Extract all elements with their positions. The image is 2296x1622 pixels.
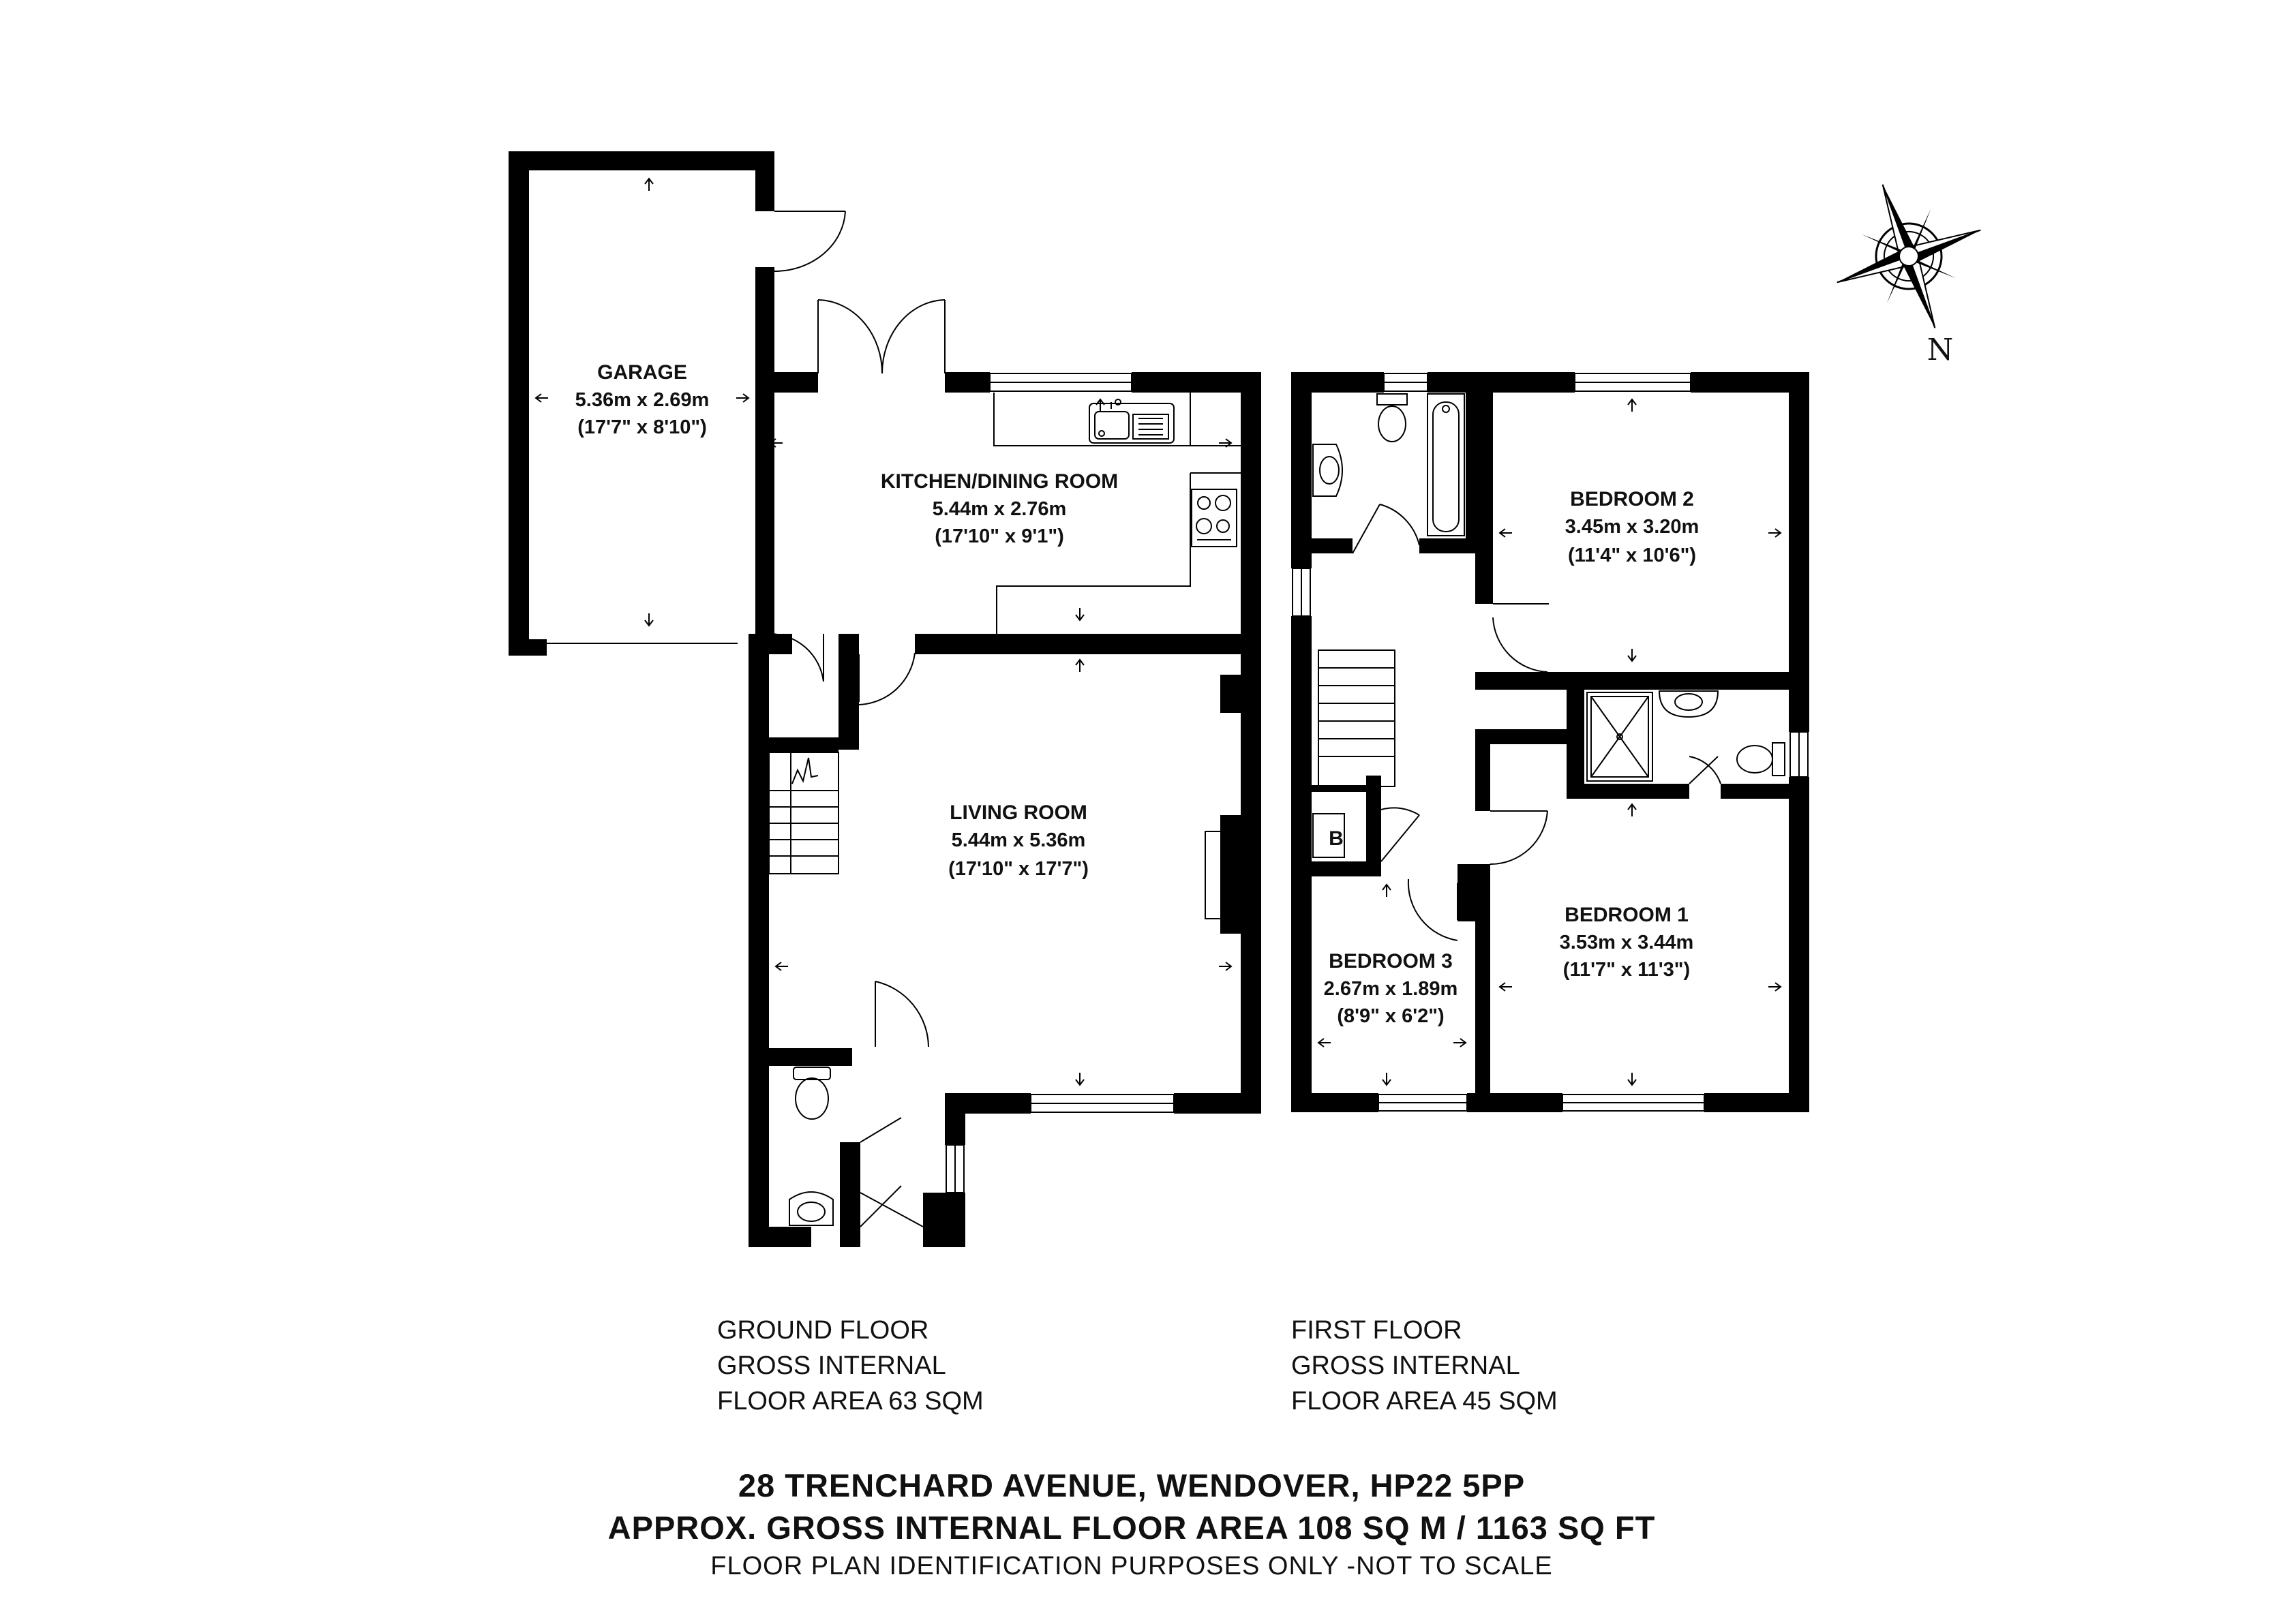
first-floor-line1: FIRST FLOOR <box>1291 1316 1462 1345</box>
bedroom3-door[interactable] <box>1380 807 1458 941</box>
kitchen-french-doors[interactable] <box>817 299 946 374</box>
bedroom1-imperial: (11'7" x 11'3") <box>1563 959 1690 981</box>
dimension-arrow <box>644 177 654 191</box>
bedroom1-name: BEDROOM 1 <box>1565 904 1689 926</box>
bedroom2-label: BEDROOM 2 3.45m x 3.20m (11'4" x 10'6") <box>1565 488 1700 566</box>
bedroom2-door[interactable] <box>1492 603 1549 673</box>
disclaimer: FLOOR PLAN IDENTIFICATION PURPOSES ONLY … <box>710 1552 1552 1580</box>
stairs <box>768 752 839 874</box>
kitchen-name: KITCHEN/DINING ROOM <box>881 470 1118 493</box>
bedroom3-label: BEDROOM 3 2.67m x 1.89m (8'9" x 6'2") <box>1324 950 1458 1027</box>
bedroom2-name: BEDROOM 2 <box>1570 488 1694 510</box>
ground-floor-line3: FLOOR AREA 63 SQM <box>717 1387 984 1416</box>
first-floor-plan: B <box>1291 372 1809 1112</box>
compass-north-label: N <box>1927 333 1954 367</box>
bedroom3-metric: 2.67m x 1.89m <box>1324 978 1458 1000</box>
address: 28 TRENCHARD AVENUE, WENDOVER, HP22 5PP <box>738 1467 1525 1503</box>
bathroom-basin-icon <box>1312 444 1343 497</box>
fireplace <box>1205 831 1220 919</box>
bedroom2-imperial: (11'4" x 10'6") <box>1568 545 1696 566</box>
living-room-label: LIVING ROOM 5.44m x 5.36m (17'10" x 17'7… <box>948 801 1089 880</box>
bedroom1-metric: 3.53m x 3.44m <box>1560 932 1694 953</box>
bedroom1-door[interactable] <box>1490 810 1548 866</box>
kitchen-label: KITCHEN/DINING ROOM 5.44m x 2.76m (17'10… <box>881 470 1118 547</box>
dimension-arrow <box>1075 658 1085 672</box>
garage-label: GARAGE 5.36m x 2.69m (17'7" x 8'10") <box>575 361 710 438</box>
dimension-arrow <box>1627 1073 1637 1086</box>
boiler-label: B <box>1329 827 1344 850</box>
dimension-arrow <box>1075 608 1085 622</box>
compass-rose-icon <box>1837 184 1981 328</box>
bedroom1-label: BEDROOM 1 3.53m x 3.44m (11'7" x 11'3") <box>1560 904 1694 981</box>
first-floor-line2: GROSS INTERNAL <box>1291 1351 1520 1380</box>
living-room-walls <box>749 634 1261 1247</box>
dimension-arrow <box>1453 1038 1467 1047</box>
dimension-arrow <box>1627 649 1637 662</box>
garage-metric: 5.36m x 2.69m <box>575 389 710 411</box>
dimension-arrow <box>644 613 654 627</box>
garage-walls <box>509 151 774 656</box>
understairs-cupboard <box>768 632 839 752</box>
kitchen-walls <box>754 372 1261 658</box>
dimension-arrow <box>1382 1073 1391 1086</box>
first-floor-stairs <box>1318 649 1395 787</box>
living-room-imperial: (17'10" x 17'7") <box>948 858 1089 880</box>
dimension-arrows <box>534 177 1782 1086</box>
first-floor-area: FIRST FLOOR GROSS INTERNAL FLOOR AREA 45… <box>1291 1316 1558 1416</box>
ground-floor-line1: GROUND FLOOR <box>717 1316 928 1345</box>
hob-icon <box>1191 489 1237 547</box>
kitchen-living-door[interactable] <box>858 652 916 705</box>
kitchen-imperial: (17'10" x 9'1") <box>935 525 1064 547</box>
garage-side-door[interactable] <box>774 211 846 273</box>
dimension-arrow <box>1219 438 1233 448</box>
dimension-arrow <box>1768 528 1782 538</box>
bedroom2-metric: 3.45m x 3.20m <box>1565 516 1700 538</box>
kitchen-worktops <box>993 393 1241 634</box>
dimension-arrow <box>1498 528 1512 538</box>
wc-door[interactable] <box>860 1117 924 1227</box>
dimension-arrow <box>1317 1038 1331 1047</box>
kitchen-metric: 5.44m x 2.76m <box>933 498 1067 520</box>
total-area: APPROX. GROSS INTERNAL FLOOR AREA 108 SQ… <box>608 1510 1656 1546</box>
wc-walls <box>749 1048 965 1247</box>
dimension-arrow <box>1627 398 1637 412</box>
ensuite-basin-icon <box>1658 690 1719 718</box>
dimension-arrow <box>1096 398 1105 412</box>
bathroom-door[interactable] <box>1352 504 1420 554</box>
bedroom3-imperial: (8'9" x 6'2") <box>1337 1005 1444 1027</box>
dimension-arrow <box>1075 1073 1085 1086</box>
kitchen-sink-icon <box>1089 399 1175 444</box>
dimension-arrow <box>1219 962 1233 971</box>
boiler-cupboard: B <box>1312 813 1345 858</box>
dimension-arrow <box>736 393 750 403</box>
ground-floor-line2: GROSS INTERNAL <box>717 1351 946 1380</box>
dimension-arrow <box>1498 982 1512 992</box>
garage-name: GARAGE <box>597 361 687 384</box>
bedroom3-name: BEDROOM 3 <box>1329 950 1453 973</box>
ground-floor-area: GROUND FLOOR GROSS INTERNAL FLOOR AREA 6… <box>717 1316 984 1416</box>
living-room-metric: 5.44m x 5.36m <box>952 829 1086 851</box>
bath-icon <box>1427 393 1465 536</box>
dimension-arrow <box>534 393 548 403</box>
ensuite-door[interactable] <box>1689 756 1721 784</box>
dimension-arrow <box>769 438 783 448</box>
front-door[interactable] <box>875 981 929 1047</box>
first-floor-walls <box>1291 372 1809 1112</box>
ground-floor-plan <box>509 151 1261 1247</box>
dimension-arrow <box>1382 883 1391 897</box>
shower-icon <box>1586 692 1653 782</box>
garage-imperial: (17'7" x 8'10") <box>577 416 707 438</box>
footer: 28 TRENCHARD AVENUE, WENDOVER, HP22 5PP … <box>608 1467 1656 1580</box>
dimension-arrow <box>774 962 788 971</box>
dimension-arrow <box>1768 982 1782 992</box>
living-room-name: LIVING ROOM <box>950 801 1087 824</box>
first-floor-line3: FLOOR AREA 45 SQM <box>1291 1387 1558 1416</box>
bathroom-toilet-icon <box>1376 393 1408 442</box>
basin-icon <box>789 1191 834 1226</box>
toilet-icon <box>793 1056 831 1120</box>
dimension-arrow <box>1627 803 1637 816</box>
ensuite-toilet-icon <box>1736 742 1785 776</box>
